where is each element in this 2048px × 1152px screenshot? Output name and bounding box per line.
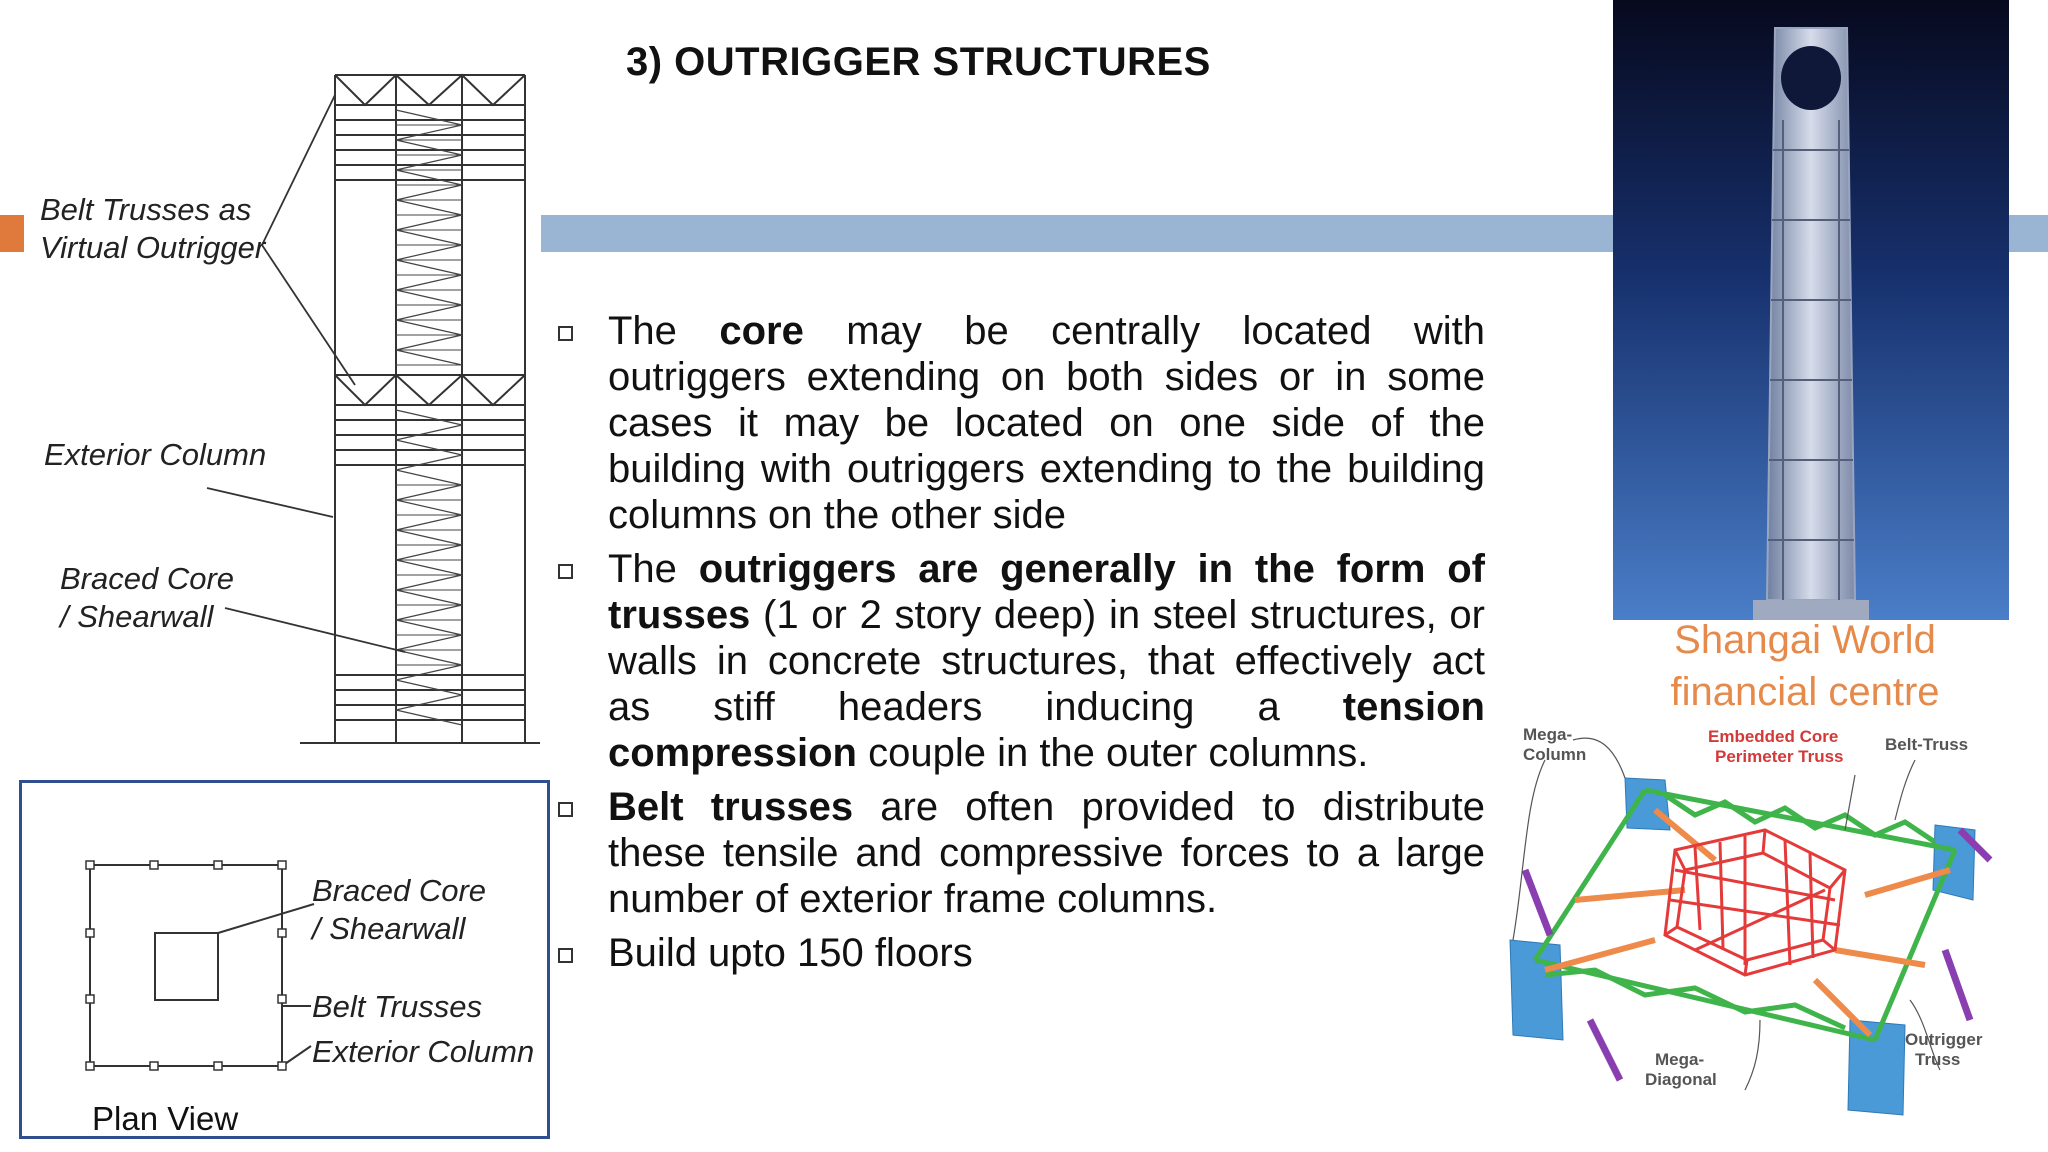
- braced-core-label: Braced Core / Shearwall: [60, 561, 235, 634]
- photo-caption: Shangai World financial centre: [1670, 618, 1940, 714]
- bullet-outriggers: The outriggers are generally in the form…: [555, 546, 1485, 776]
- bullet-floors: Build upto 150 floors: [555, 930, 1485, 976]
- mega-column-label-line2: Column: [1523, 745, 1586, 764]
- belt-truss-3d-label: Belt-Truss: [1885, 735, 1968, 754]
- exterior-column-label: Exterior Column: [44, 437, 267, 472]
- belt-truss-label: Belt Trusses as Virtual Outrigger: [40, 192, 266, 265]
- embedded-core-label-line2: Perimeter Truss: [1715, 747, 1844, 766]
- plan-view-frame: [19, 780, 550, 1139]
- elevation-leader-lines: [206, 94, 406, 653]
- outrigger-truss-label-line1: Outrigger: [1905, 1030, 1983, 1049]
- slide-title: 3) OUTRIGGER STRUCTURES: [626, 40, 1211, 84]
- bullet-square-icon: [558, 802, 573, 817]
- bullet-belt-trusses: Belt trusses are often provided to distr…: [555, 784, 1485, 922]
- outrigger-elevation-diagram: [300, 73, 540, 744]
- plan-view-caption: Plan View: [92, 1100, 239, 1137]
- plan-belt-trusses-label: Belt Trusses: [312, 989, 482, 1024]
- embedded-core-label-line1: Embedded Core: [1708, 727, 1838, 746]
- plan-braced-core-label: Braced Core / Shearwall: [312, 873, 487, 946]
- plan-exterior-column-label: Exterior Column: [312, 1034, 535, 1069]
- orange-accent-marker: [0, 215, 24, 252]
- mega-diagonal-label-line1: Mega-: [1655, 1050, 1704, 1069]
- bullet-square-icon: [558, 326, 573, 341]
- shanghai-tower-photo: [1613, 0, 2009, 620]
- outrigger-3d-illustration: Mega- Column Embedded Core Perimeter Tru…: [1509, 725, 1993, 1116]
- outrigger-truss-label-line2: Truss: [1915, 1050, 1960, 1069]
- mega-diagonal-label-line2: Diagonal: [1645, 1070, 1717, 1089]
- bullet-square-icon: [558, 948, 573, 963]
- bullet-square-icon: [558, 564, 573, 579]
- mega-column-label-line1: Mega-: [1523, 725, 1572, 744]
- bullet-list: The core may be centrally located with o…: [555, 308, 1485, 984]
- bullet-core: The core may be centrally located with o…: [555, 308, 1485, 538]
- plan-view-diagram: [85, 860, 315, 1071]
